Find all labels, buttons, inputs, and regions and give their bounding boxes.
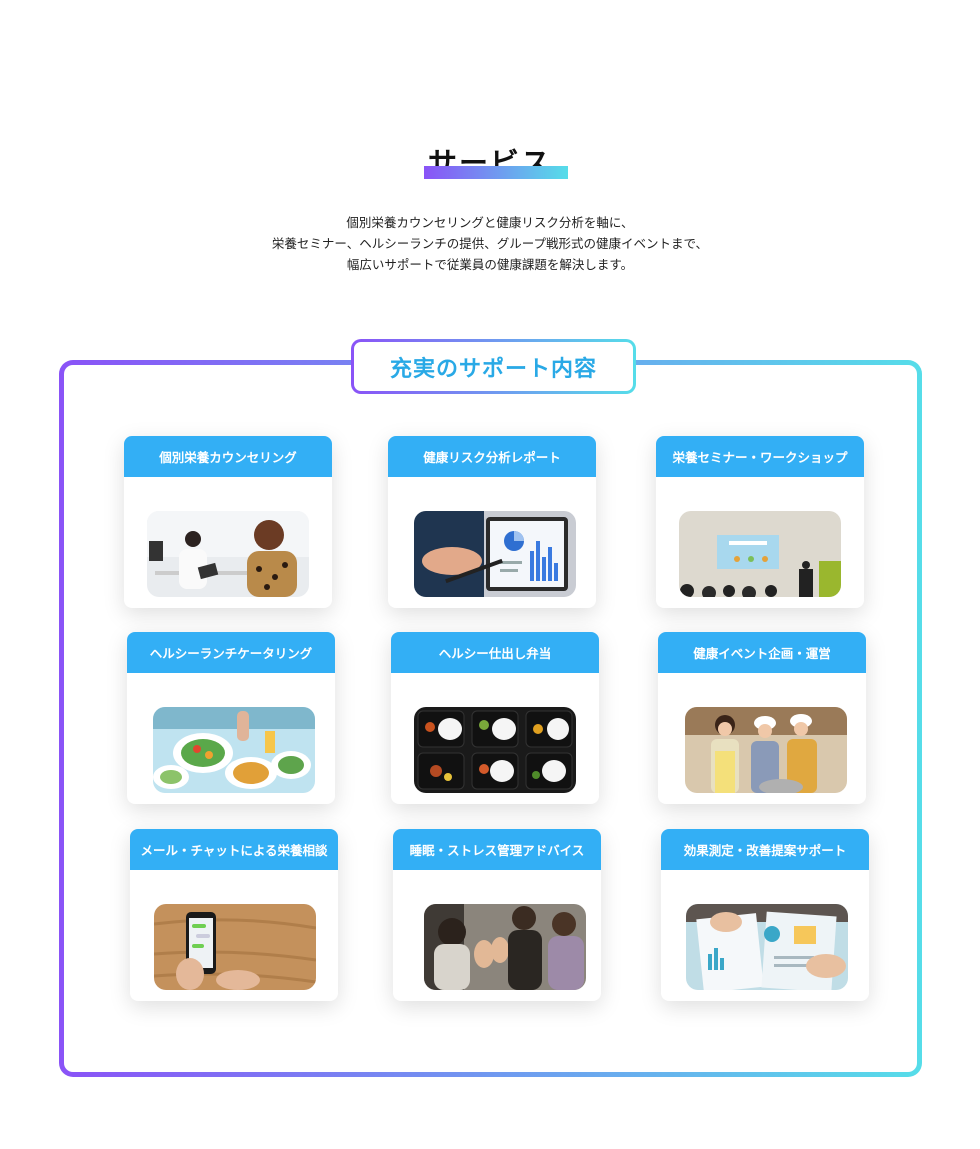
section-intro: 個別栄養カウンセリングと健康リスク分析を軸に、 栄養セミナー、ヘルシーランチの提… bbox=[0, 212, 980, 275]
service-card-risk-report[interactable]: 健康リスク分析レポート bbox=[388, 436, 596, 608]
service-card-chat-consult[interactable]: メール・チャットによる栄養相談 bbox=[130, 829, 338, 1001]
service-card-event[interactable]: 健康イベント企画・運営 bbox=[658, 632, 866, 804]
intro-line: 栄養セミナー、ヘルシーランチの提供、グループ戦形式の健康イベントまで、 bbox=[271, 236, 709, 251]
card-title: メール・チャットによる栄養相談 bbox=[130, 829, 338, 870]
service-card-sleep-stress[interactable]: 睡眠・ストレス管理アドバイス bbox=[393, 829, 601, 1001]
service-card-lunch-catering[interactable]: ヘルシーランチケータリング bbox=[127, 632, 335, 804]
intro-line: 個別栄養カウンセリングと健康リスク分析を軸に、 bbox=[346, 215, 634, 230]
card-title: 健康イベント企画・運営 bbox=[658, 632, 866, 673]
bento-boxes-photo bbox=[414, 707, 576, 793]
card-title: 効果測定・改善提案サポート bbox=[661, 829, 869, 870]
card-title: 個別栄養カウンセリング bbox=[124, 436, 332, 477]
tablet-chart-photo bbox=[414, 511, 576, 597]
service-card-effect-measure[interactable]: 効果測定・改善提案サポート bbox=[661, 829, 869, 1001]
card-title: ヘルシー仕出し弁当 bbox=[391, 632, 599, 673]
service-card-counseling[interactable]: 個別栄養カウンセリング bbox=[124, 436, 332, 608]
card-title: 睡眠・ストレス管理アドバイス bbox=[393, 829, 601, 870]
lunch-table-photo bbox=[153, 707, 315, 793]
seminar-photo bbox=[679, 511, 841, 597]
intro-line: 幅広いサポートで従業員の健康課題を解決します。 bbox=[346, 257, 634, 272]
card-title: 健康リスク分析レポート bbox=[388, 436, 596, 477]
cooking-event-photo bbox=[685, 707, 847, 793]
title-underline bbox=[424, 166, 568, 179]
card-title: ヘルシーランチケータリング bbox=[127, 632, 335, 673]
counseling-photo bbox=[147, 511, 309, 597]
card-title: 栄養セミナー・ワークショップ bbox=[656, 436, 864, 477]
smartphone-chat-photo bbox=[154, 904, 316, 990]
support-badge: 充実のサポート内容 bbox=[351, 339, 636, 394]
report-review-photo bbox=[686, 904, 848, 990]
service-card-seminar[interactable]: 栄養セミナー・ワークショップ bbox=[656, 436, 864, 608]
service-card-bento[interactable]: ヘルシー仕出し弁当 bbox=[391, 632, 599, 804]
discussion-photo bbox=[424, 904, 586, 990]
